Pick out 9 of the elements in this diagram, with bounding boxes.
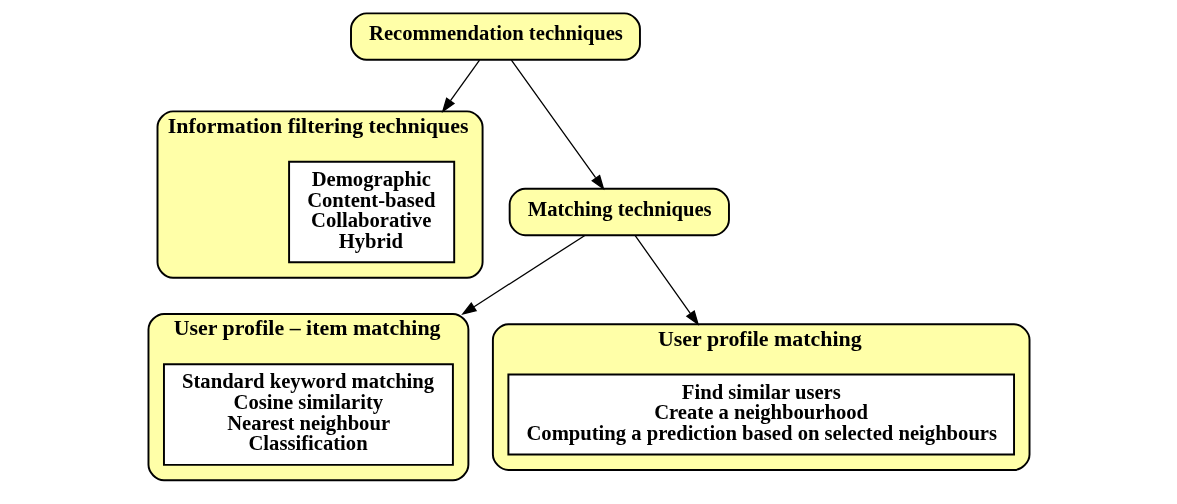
node-box: Matching techniques	[508, 187, 730, 237]
arrow	[441, 59, 480, 113]
node-box: Recommendation techniques	[349, 12, 641, 61]
node-box: Find similar users Create a neighbourhood Computing a prediction based on selected neighbours	[506, 373, 1015, 456]
arrow	[510, 59, 605, 191]
arrow	[460, 234, 585, 315]
arrow	[633, 234, 699, 326]
node-box: Demographic Content-based Collaborative Hybrid	[287, 160, 455, 264]
node-box: Standard keyword matching Cosine similarity Nearest neighbour Classification	[162, 363, 454, 466]
